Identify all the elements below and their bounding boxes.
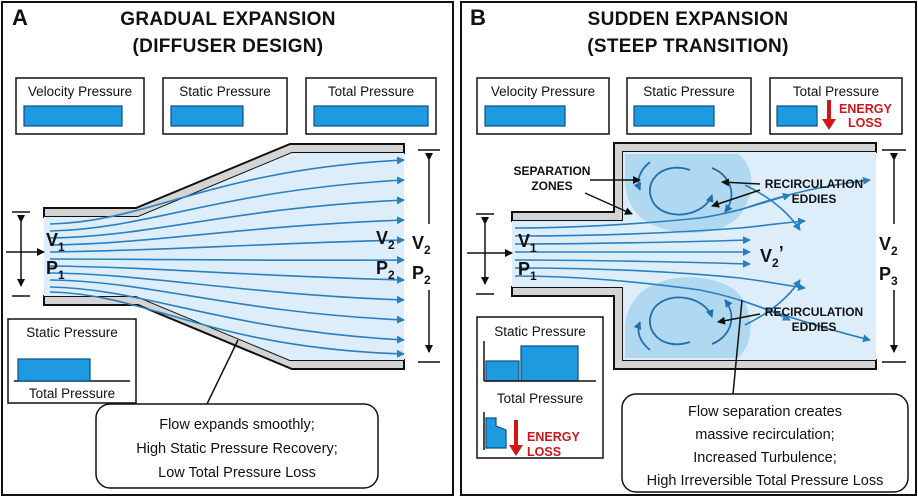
panel-a-note-line2: High Static Pressure Recovery; xyxy=(136,441,337,457)
panel-b-inlet-v: V1 xyxy=(518,231,537,255)
gauge-energy-loss-line2: LOSS xyxy=(848,116,882,130)
panel-b-inlet-p: P1 xyxy=(518,259,537,283)
panel-a-callout-leader xyxy=(205,339,239,407)
panel-a-title-line2: (DIFFUSER DESIGN) xyxy=(133,36,324,57)
panel-b-pressure-chart: Static Pressure Total Pressure ENERGY LO… xyxy=(476,316,604,459)
panel-a-dim-v: V2 xyxy=(412,233,431,257)
upper-eddy-swirls xyxy=(633,161,733,216)
panel-a-note-line3: Low Total Pressure Loss xyxy=(158,465,316,481)
chart-top-label: Static Pressure xyxy=(494,324,586,339)
panel-a-gauge-velocity: Velocity Pressure xyxy=(15,77,145,135)
static-pressure-high-bar xyxy=(520,345,579,382)
panel-a-dim-p: P2 xyxy=(412,263,431,287)
gauge-label: Static Pressure xyxy=(643,84,735,99)
static-pressure-low-bar xyxy=(485,360,520,382)
panel-b-outlet-dimension xyxy=(882,149,906,363)
panel-b-note-line2: massive recirculation; xyxy=(695,427,834,443)
panel-a-outlet-dimension xyxy=(418,149,440,363)
panel-a-title-line1: GRADUAL EXPANSION xyxy=(120,9,336,30)
panel-a: A GRADUAL EXPANSION (DIFFUSER DESIGN) Ve… xyxy=(1,1,454,496)
panel-a-note-line1: Flow expands smoothly; xyxy=(159,417,315,433)
diffuser-bottom-wall xyxy=(43,295,405,370)
recirc-top-label-line2: EDDIES xyxy=(792,192,837,206)
gauge-label: Total Pressure xyxy=(328,84,414,99)
separation-label-line2: ZONES xyxy=(531,179,572,193)
chart-energy-loss-arrowhead-icon xyxy=(509,445,523,456)
separation-label-line1: SEPARATION xyxy=(514,164,591,178)
energy-loss-arrowhead-icon xyxy=(822,119,836,130)
panel-a-inlet-v: V1 xyxy=(46,230,65,254)
separation-leader-a xyxy=(584,192,633,215)
panel-a-gauge-total: Total Pressure xyxy=(305,77,437,135)
panel-b-gauge-static: Static Pressure xyxy=(626,77,752,135)
chart-energy-loss-line2: LOSS xyxy=(527,445,561,459)
velocity-pressure-bar xyxy=(23,105,123,127)
panel-a-inlet-dimension xyxy=(6,211,45,297)
panel-a-pressure-chart: Static Pressure Total Pressure xyxy=(7,318,137,404)
total-pressure-drop-bar xyxy=(485,417,507,449)
chart-energy-loss-line1: ENERGY xyxy=(527,430,580,444)
static-pressure-bar xyxy=(170,105,244,127)
total-pressure-bar xyxy=(313,105,429,127)
sudden-streamlines xyxy=(514,176,871,343)
panel-b-note-line1: Flow separation creates xyxy=(688,404,842,420)
gauge-label: Velocity Pressure xyxy=(491,84,595,99)
recirc-top-leader-b xyxy=(711,189,761,208)
panel-b-callout-leader xyxy=(732,299,743,395)
lower-eddy-swirls xyxy=(633,296,733,351)
panel-a-callout xyxy=(95,403,379,489)
chart-bottom-label: Total Pressure xyxy=(497,391,583,406)
panel-b-callout xyxy=(621,393,909,493)
diffuser-flow-region xyxy=(44,153,404,360)
chart-top-label: Static Pressure xyxy=(26,325,118,340)
recirc-top-label-line1: RECIRCULATION xyxy=(765,177,863,191)
panel-b-title-line2: (STEEP TRANSITION) xyxy=(587,36,788,57)
panel-b-inlet-dimension xyxy=(467,213,513,295)
panel-b-center-v: V2’ xyxy=(760,243,784,270)
panel-b-dim-v: V2 xyxy=(879,234,898,258)
gauge-label: Total Pressure xyxy=(793,84,879,99)
static-pressure-recovery-bar xyxy=(17,358,91,382)
velocity-pressure-bar xyxy=(484,105,566,127)
panel-b-note-line3: Increased Turbulence; xyxy=(693,450,836,466)
panel-a-outlet-v: V2 xyxy=(376,228,395,252)
panel-a-inlet-p: P1 xyxy=(46,258,65,282)
upper-eddy-zone xyxy=(625,154,752,233)
recirc-top-leader-a xyxy=(721,178,761,187)
recirc-bottom-leader xyxy=(717,313,761,325)
sudden-flow-region xyxy=(512,152,876,360)
panel-a-outlet-p: P2 xyxy=(376,258,395,282)
total-pressure-bar xyxy=(776,105,818,127)
static-pressure-bar xyxy=(633,105,715,127)
gauge-label: Velocity Pressure xyxy=(28,84,132,99)
panel-b-gauge-total: Total Pressure ENERGY LOSS xyxy=(769,77,903,135)
diffuser-streamlines xyxy=(49,156,405,358)
panel-b: B SUDDEN EXPANSION (STEEP TRANSITION) Ve… xyxy=(460,1,917,496)
panel-b-letter: B xyxy=(470,5,486,30)
gauge-energy-loss-line1: ENERGY xyxy=(839,102,892,116)
recirc-bottom-label-line1: RECIRCULATION xyxy=(765,305,863,319)
panel-a-gauge-static: Static Pressure xyxy=(162,77,288,135)
gauge-label: Static Pressure xyxy=(179,84,271,99)
panel-b-dim-p: P3 xyxy=(879,264,898,288)
panel-b-title-line1: SUDDEN EXPANSION xyxy=(588,9,789,30)
panel-b-gauge-velocity: Velocity Pressure xyxy=(476,77,610,135)
recirc-bottom-label-line2: EDDIES xyxy=(792,320,837,334)
chart-bottom-label: Total Pressure xyxy=(29,386,115,401)
panel-a-letter: A xyxy=(12,5,28,30)
panel-b-note-line4: High Irreversible Total Pressure Loss xyxy=(647,473,884,489)
